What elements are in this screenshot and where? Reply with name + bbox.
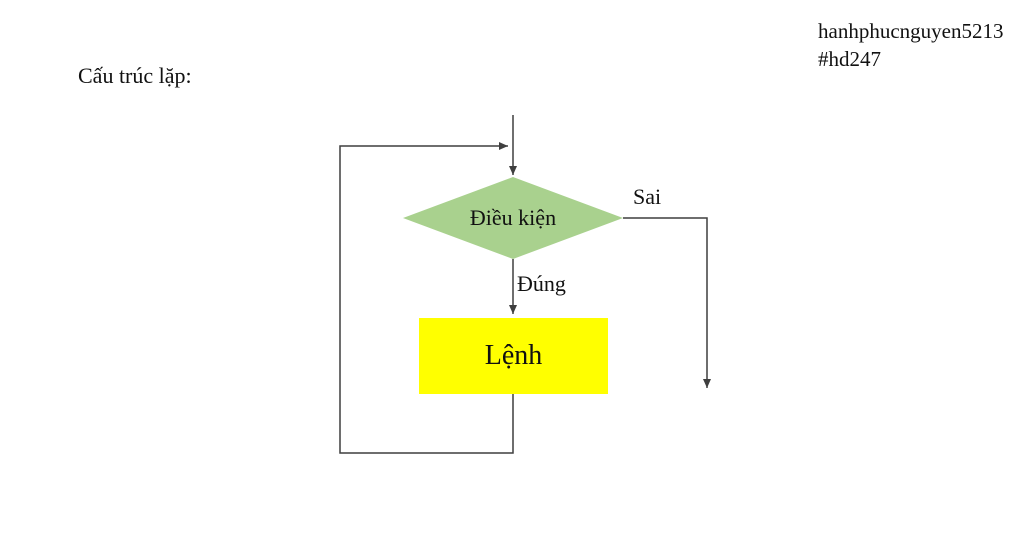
condition-diamond [403, 177, 623, 259]
action-label: Lệnh [484, 340, 543, 371]
page-title: Cấu trúc lặp: [78, 63, 192, 88]
action-box: Lệnh [419, 318, 608, 394]
watermark-tag: #hd247 [818, 47, 881, 71]
loop-back-arrow [339, 142, 514, 454]
false-branch-arrow [623, 217, 711, 388]
watermark: hanhphucnguyen5213 #hd247 [818, 17, 1003, 73]
watermark-username: hanhphucnguyen5213 [818, 19, 1004, 43]
